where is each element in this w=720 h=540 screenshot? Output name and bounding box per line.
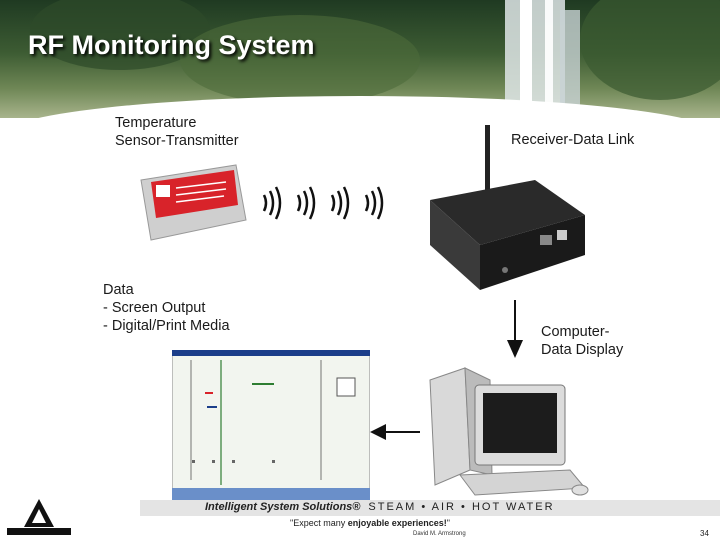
brand-name: Intelligent System Solutions® [205, 501, 361, 513]
arrow-left-icon [370, 424, 420, 440]
header-banner: RF Monitoring System [0, 0, 720, 118]
waterfall-photo-icon [30, 0, 720, 118]
arrow-down-icon [507, 300, 523, 358]
receiver-icon [430, 125, 585, 290]
receiver-label: Receiver-Data Link [511, 132, 635, 148]
page-number: 34 [700, 529, 709, 538]
slide-title: RF Monitoring System [28, 30, 315, 60]
footer-brand: Intelligent System Solutions® STEAM • AIR… [205, 501, 555, 513]
data-label: Data - Screen Output - Digital/Print Med… [103, 282, 230, 334]
radio-waves-icon [262, 186, 384, 220]
footer-bar [140, 500, 720, 516]
temperature-sensor-icon [140, 164, 247, 241]
armstrong-logo-icon [7, 499, 71, 535]
quote-author: David M. Armstrong [413, 531, 466, 537]
sensor-label: Temperature Sensor-Transmitter [115, 115, 239, 149]
data-screen-output-icon [172, 350, 370, 502]
brand-tagline: STEAM • AIR • HOT WATER [368, 501, 555, 513]
footer-quote: "Expect many enjoyable experiences!" [290, 518, 450, 528]
computer-icon [429, 367, 589, 496]
computer-label: Computer- Data Display [541, 324, 624, 358]
